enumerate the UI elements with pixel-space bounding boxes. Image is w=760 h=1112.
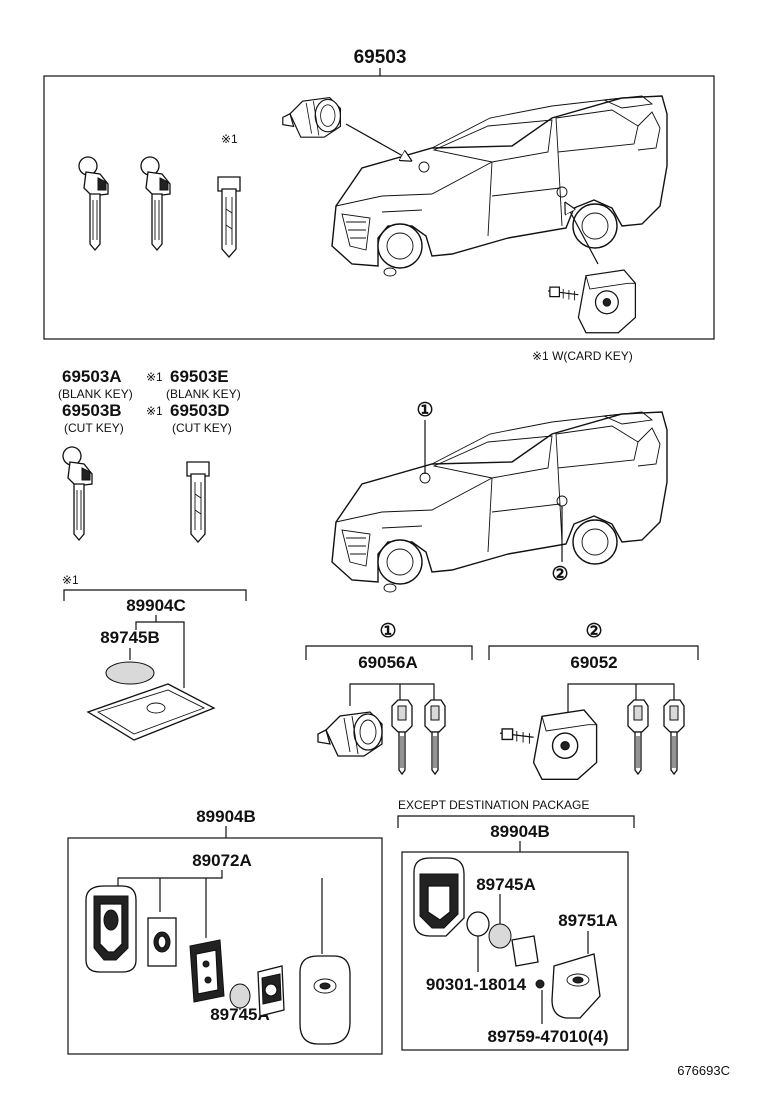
part-69503e-mark: ※1 — [146, 370, 163, 384]
part-90301-18014: 90301-18014 — [426, 975, 527, 994]
ignition-lock-cylinder-top — [547, 269, 637, 334]
card-key-footnote: ※1 W(CARD KEY) — [532, 349, 633, 363]
smart-key-frame-left — [67, 837, 383, 1055]
smart-key-frame-right — [401, 851, 629, 1051]
battery-89745a-left — [229, 983, 251, 1009]
battery-holder — [257, 965, 285, 1017]
location-2-point — [556, 495, 568, 507]
key-with-fob-2 — [140, 156, 171, 251]
key-housing-right — [413, 857, 465, 937]
location-marker-1: ① — [416, 400, 433, 421]
card-key-89904c — [86, 683, 216, 741]
transmitter-leader — [117, 870, 323, 954]
part-89751a: 89751A — [558, 911, 618, 930]
part-89745b: 89745B — [100, 628, 160, 647]
part-69503d-mark: ※1 — [146, 404, 163, 418]
part-69503e: 69503E — [170, 367, 229, 386]
screw-89759 — [535, 979, 545, 989]
location-marker-2: ② — [551, 564, 568, 585]
door-lock-cylinder-69056a — [317, 711, 383, 757]
card-key-leader — [135, 615, 185, 688]
door-lock-point-top — [418, 161, 430, 173]
key-69052-2 — [663, 699, 685, 775]
part-69503d: 69503D — [170, 401, 230, 420]
part-89072a: 89072A — [192, 851, 252, 870]
ignition-lock-point-top — [556, 186, 568, 198]
part-89904c: 89904C — [126, 596, 186, 615]
set-2-leader — [567, 683, 675, 720]
part-89745a-right: 89745A — [476, 875, 536, 894]
part-69503a: 69503A — [62, 367, 122, 386]
ignition-lock-69052 — [499, 709, 598, 780]
part-89759-47010: 89759-47010(4) — [488, 1027, 609, 1046]
battery-89745a-right — [488, 923, 512, 949]
battery-89745b — [105, 661, 155, 685]
set-2-bracket — [488, 645, 699, 660]
assembly-69503-label: 69503 — [354, 47, 407, 68]
part-69056a: 69056A — [358, 653, 418, 672]
arrow-door-lock — [345, 123, 410, 160]
key-cover-89751a — [551, 953, 601, 1019]
part-69503b-desc: (CUT KEY) — [64, 421, 124, 435]
key-with-fob-1 — [78, 156, 109, 251]
arrow-ignition-lock — [566, 204, 599, 265]
card-key-bracket — [63, 589, 247, 601]
vehicle-illustration-top — [331, 95, 668, 277]
set-1-bracket — [305, 645, 473, 660]
card-mech-key — [217, 176, 241, 258]
part-89904b-right: 89904B — [490, 822, 550, 841]
except-package-heading: EXCEPT DESTINATION PACKAGE — [398, 798, 589, 812]
vehicle-illustration-middle — [331, 411, 668, 593]
key-69052-1 — [627, 699, 649, 775]
door-lock-cylinder-top — [282, 97, 341, 138]
illustration-code: 676693C — [677, 1063, 730, 1078]
battery-cover-plate — [511, 935, 539, 967]
oring-90301 — [466, 911, 490, 937]
key-blade-insert — [147, 917, 177, 967]
except-package-bracket — [397, 815, 635, 828]
part-89904b-left: 89904B — [196, 807, 256, 826]
set-2-marker: ② — [585, 621, 602, 642]
location-1-point — [419, 472, 431, 484]
part-69503a-desc: (BLANK KEY) — [58, 387, 133, 401]
key-69503a-b — [62, 446, 93, 541]
set-1-marker: ① — [379, 621, 396, 642]
key-housing-inner — [85, 885, 137, 973]
part-69503d-desc: (CUT KEY) — [172, 421, 232, 435]
card-key-mark: ※1 — [221, 132, 238, 146]
key-case-front — [299, 955, 351, 1045]
part-69052: 69052 — [570, 653, 617, 672]
card-key-section-mark: ※1 — [62, 573, 79, 587]
part-69503e-desc: (BLANK KEY) — [166, 387, 241, 401]
part-89745a-left: 89745A — [210, 1005, 270, 1024]
key-69056a-1 — [391, 699, 413, 775]
key-69503e-d — [186, 461, 210, 543]
set-1-leader — [349, 683, 435, 706]
circuit-board — [189, 939, 225, 1003]
top-frame — [43, 75, 715, 340]
part-69503b: 69503B — [62, 401, 122, 420]
key-69056a-2 — [424, 699, 446, 775]
